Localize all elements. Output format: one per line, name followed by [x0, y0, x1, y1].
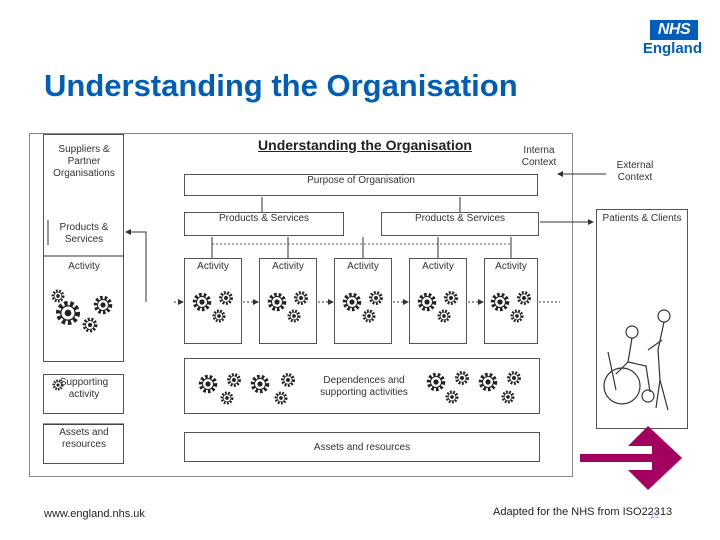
- products-box-2: [381, 212, 539, 236]
- left-supporting-label: Supporting activity: [59, 377, 109, 400]
- purpose-box: [184, 174, 538, 196]
- nhs-england-logo: NHS England: [636, 20, 702, 57]
- page-number: 11: [650, 510, 660, 520]
- purpose-label: Purpose of Organisation: [307, 175, 415, 186]
- products-label-1: Products & Services: [218, 213, 310, 224]
- footer-source: Adapted for the NHS from ISO22313: [493, 506, 673, 518]
- diagram-heading: Understanding the Organisation: [258, 137, 472, 153]
- nhs-logo-region: England: [642, 40, 702, 57]
- assets-box: [184, 432, 540, 462]
- products-label-2: Products & Services: [414, 213, 506, 224]
- next-arrow-icon: [580, 426, 682, 490]
- suppliers-label: Suppliers & Partner Organisations: [53, 144, 115, 179]
- left-activity-label: Activity: [68, 261, 100, 272]
- activity-label-5: Activity: [495, 261, 527, 272]
- activity-label-3: Activity: [347, 261, 379, 272]
- left-products-label: Products & Services: [59, 222, 109, 245]
- dependencies-label: Dependences and supporting activities: [320, 375, 408, 398]
- left-assets-label: Assets and resources: [59, 427, 109, 450]
- activity-label-1: Activity: [197, 261, 229, 272]
- patients-label: Patients & Clients: [602, 213, 682, 224]
- activity-label-4: Activity: [422, 261, 454, 272]
- assets-label: Assets and resources: [313, 442, 411, 453]
- left-assets-box: [43, 424, 124, 464]
- internal-context-label: Interna Context: [521, 145, 557, 168]
- external-context-label: External Context: [616, 160, 654, 183]
- patients-box: [596, 209, 688, 429]
- slide-title: Understanding the Organisation: [44, 68, 518, 103]
- products-box-1: [184, 212, 344, 236]
- nhs-logo-badge: NHS: [650, 20, 698, 40]
- activity-label-2: Activity: [272, 261, 304, 272]
- footer-website: www.england.nhs.uk: [44, 508, 145, 520]
